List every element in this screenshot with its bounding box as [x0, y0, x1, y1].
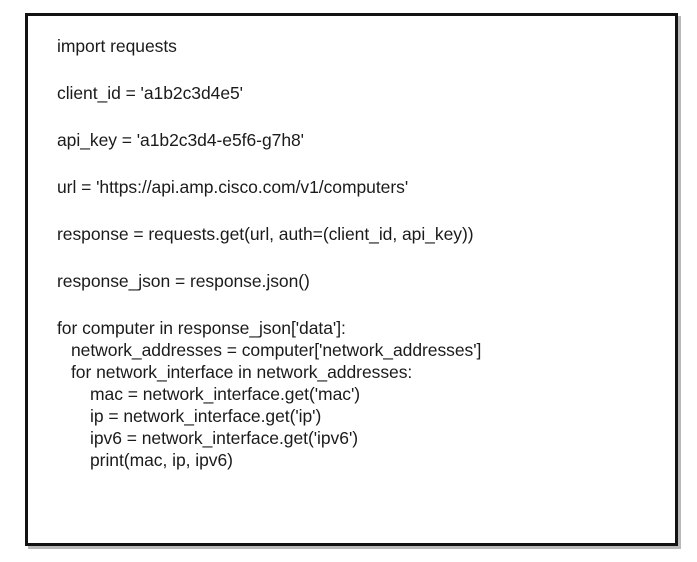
code-line: print(mac, ip, ipv6) — [90, 450, 233, 470]
code-line: url = 'https://api.amp.cisco.com/v1/comp… — [57, 177, 409, 197]
code-listing: import requests client_id = 'a1b2c3d4e5' a… — [57, 35, 669, 537]
code-line: client_id = 'a1b2c3d4e5' — [57, 83, 243, 103]
code-block-frame: import requests client_id = 'a1b2c3d4e5' a… — [25, 13, 678, 546]
code-line: for computer in response_json['data']: — [57, 318, 346, 338]
code-line: response = requests.get(url, auth=(clien… — [57, 224, 474, 244]
code-line: network_addresses = computer['network_ad… — [71, 340, 482, 360]
code-line: response_json = response.json() — [57, 271, 310, 291]
code-line: for network_interface in network_address… — [71, 362, 413, 382]
code-line: ipv6 = network_interface.get('ipv6') — [90, 428, 359, 448]
code-line: import requests — [57, 36, 177, 56]
code-line: api_key = 'a1b2c3d4-e5f6-g7h8' — [57, 130, 304, 150]
code-line: ip = network_interface.get('ip') — [90, 406, 322, 426]
code-line: mac = network_interface.get('mac') — [90, 384, 361, 404]
